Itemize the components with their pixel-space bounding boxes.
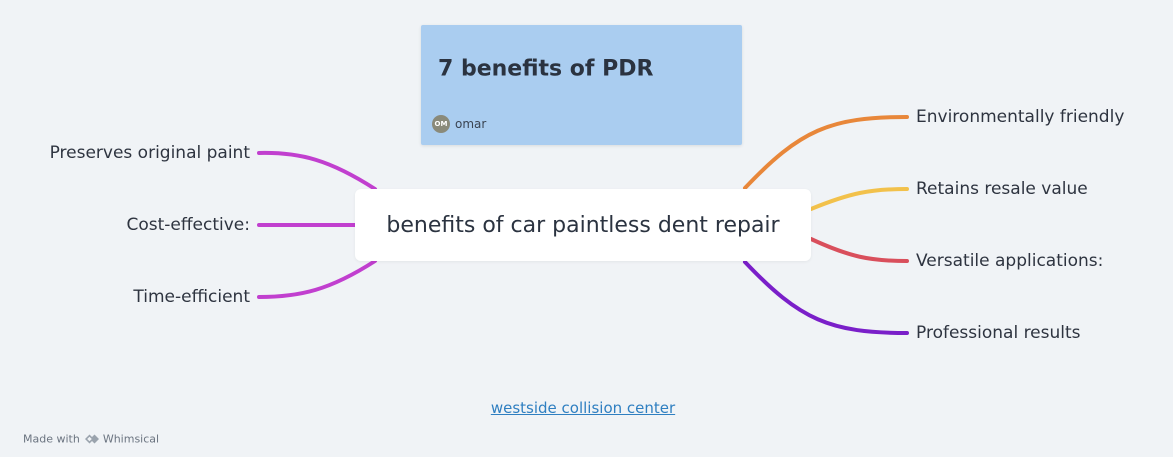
whimsical-brand-name: Whimsical (102, 432, 160, 446)
branch-label-preserves-original-paint[interactable]: Preserves original paint (49, 143, 250, 163)
whimsical-brand: Whimsical (84, 433, 159, 446)
made-with-badge[interactable]: Made with Whimsical (23, 433, 159, 446)
connector-time-efficient (257, 259, 377, 299)
card-author: OM omar (432, 115, 486, 133)
whimsical-logo-icon (84, 434, 99, 444)
center-node-label: benefits of car paintless dent repair (386, 212, 780, 238)
connector-professional-results (743, 260, 909, 335)
connector-retains-resale-value (809, 187, 909, 211)
author-avatar: OM (432, 115, 450, 133)
made-with-text: Made with (23, 432, 80, 446)
connector-preserves-original-paint (257, 150, 377, 191)
branch-label-time-efficient[interactable]: Time-efficient (133, 287, 250, 307)
branch-label-retains-resale-value[interactable]: Retains resale value (916, 179, 1088, 199)
branch-label-cost-effective[interactable]: Cost-effective: (126, 215, 250, 235)
westside-collision-link[interactable]: westside collision center (490, 399, 676, 417)
title-card[interactable]: 7 benefits of PDR OM omar (421, 25, 742, 145)
author-name: omar (455, 117, 487, 131)
branch-label-versatile-applications[interactable]: Versatile applications: (916, 251, 1104, 271)
connector-versatile-applications (809, 237, 909, 263)
center-node[interactable]: benefits of car paintless dent repair (355, 189, 811, 261)
branch-label-professional-results[interactable]: Professional results (916, 323, 1081, 343)
card-title: 7 benefits of PDR (438, 56, 654, 82)
branch-label-environmentally-friendly[interactable]: Environmentally friendly (916, 107, 1125, 127)
connector-environmentally-friendly (743, 115, 909, 190)
